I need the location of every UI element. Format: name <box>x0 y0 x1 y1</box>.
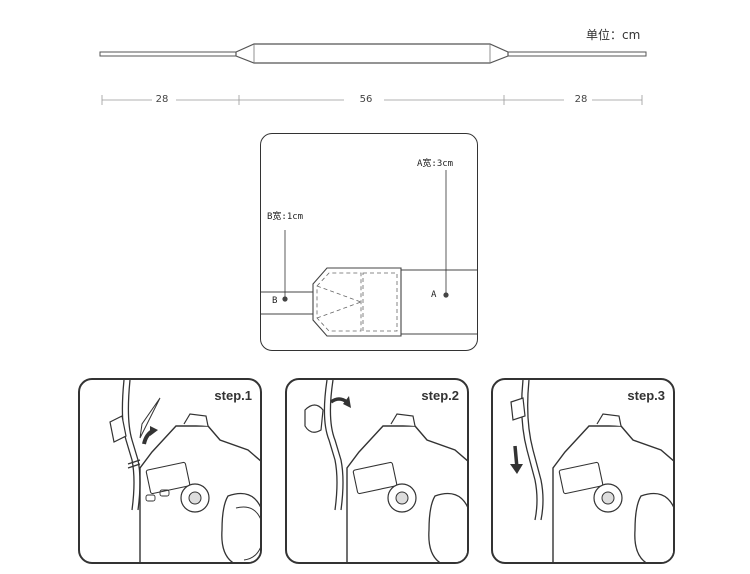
dimension-line <box>101 95 643 105</box>
strap-drawing <box>99 43 647 64</box>
unit-label: 单位：cm <box>586 28 641 42</box>
detail-panel: B宽:1cm A宽:3cm B A <box>260 133 478 351</box>
marker-b: B <box>272 296 278 306</box>
dimension-left: 28 <box>155 94 169 105</box>
camera-illustration <box>304 380 467 562</box>
step-1-label: step.1 <box>214 388 252 403</box>
label-b-width: B宽:1cm <box>267 212 304 222</box>
camera-illustration <box>109 380 260 562</box>
step-panel-3: step.3 <box>491 378 675 564</box>
step-panel-2: step.2 <box>285 378 469 564</box>
step-panel-1: step.1 <box>78 378 262 564</box>
marker-a: A <box>431 290 437 300</box>
dimension-right: 28 <box>574 94 588 105</box>
dimension-center: 56 <box>359 94 373 105</box>
label-a-width: A宽:3cm <box>417 159 454 169</box>
camera-illustration <box>510 380 673 562</box>
strap-end-detail-drawing <box>261 170 477 337</box>
step-3-label: step.3 <box>627 388 665 403</box>
step-2-label: step.2 <box>421 388 459 403</box>
